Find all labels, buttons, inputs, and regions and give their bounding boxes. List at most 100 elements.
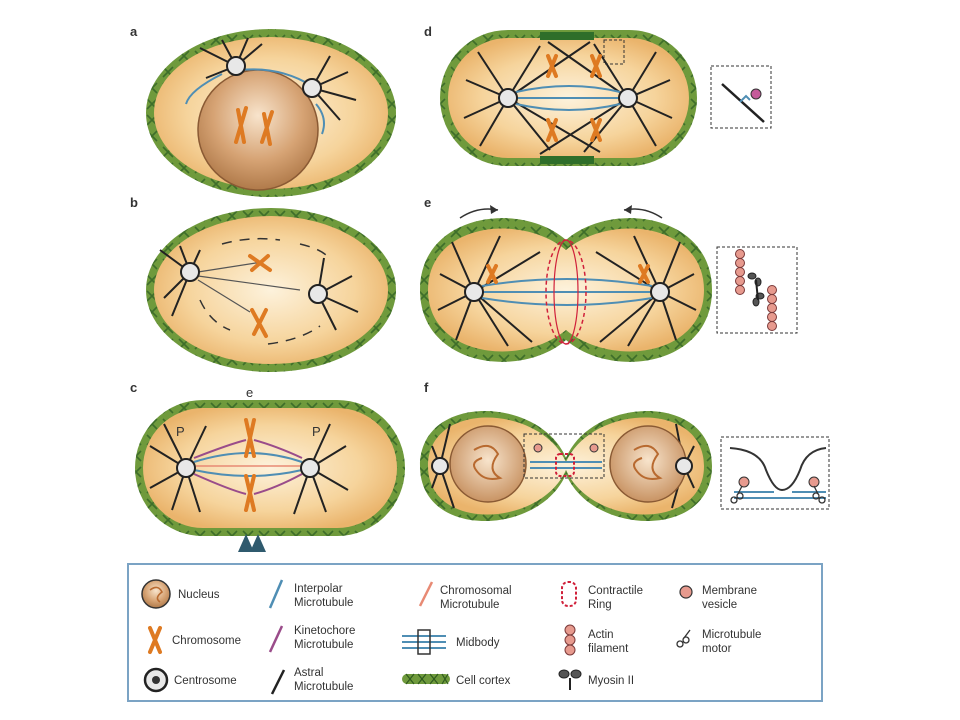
microtubule-motor xyxy=(739,94,751,103)
legend-label-microtubule-motor-line2: motor xyxy=(702,643,732,655)
midbody xyxy=(530,461,602,469)
chromosome-icon xyxy=(148,626,162,654)
centrosome xyxy=(226,56,246,76)
centrosome xyxy=(300,458,320,478)
legend-label-centrosome: Centrosome xyxy=(174,675,237,687)
astral-microtubule-icon xyxy=(270,669,286,695)
legend-label-chromosomal-line2: Microtubule xyxy=(440,599,499,611)
panel-label-f: f xyxy=(424,380,429,395)
chromosome xyxy=(234,106,274,146)
legend-label-myosin: Myosin II xyxy=(588,675,634,687)
contractile-ring xyxy=(553,239,579,345)
actin-filament-icon xyxy=(564,624,576,656)
microtubule-motor-icon xyxy=(676,629,691,648)
plasma-membrane-furrow xyxy=(729,447,827,492)
legend-label-midbody: Midbody xyxy=(456,637,500,649)
interpolar-microtubules xyxy=(481,278,653,306)
nuclear-envelope-fragments xyxy=(199,237,331,345)
nucleus-icon xyxy=(141,579,171,609)
legend-label-contractile-ring-line2: Ring xyxy=(588,599,612,611)
astral-microtubules xyxy=(431,423,695,509)
kinetochore-microtubules xyxy=(197,261,301,313)
nucleus xyxy=(609,425,687,503)
panel-c: P P e xyxy=(135,385,405,552)
cleavage-site-marker xyxy=(238,534,266,552)
legend-label-astral-line2: Microtubule xyxy=(294,681,353,693)
membrane-vesicle xyxy=(738,476,750,488)
rotation-arrow-head xyxy=(490,205,498,214)
equatorial-cortex xyxy=(540,32,594,40)
chromosome xyxy=(546,54,602,142)
legend-box xyxy=(127,563,823,702)
centrosome xyxy=(308,284,328,304)
contractile-ring-icon xyxy=(561,581,577,607)
legend-label-membrane-vesicle: Membrane xyxy=(702,585,757,597)
astral-microtubules xyxy=(199,37,357,121)
chromosome xyxy=(244,418,256,512)
legend-label-nucleus: Nucleus xyxy=(178,589,220,601)
interpolar-microtubules xyxy=(734,491,826,499)
myosin-ii xyxy=(747,272,765,307)
chromosome xyxy=(486,264,650,284)
centrosome-path-arrow xyxy=(315,103,325,135)
legend-label-chromosome: Chromosome xyxy=(172,635,241,647)
membrane-vesicle xyxy=(808,476,820,488)
cytoplasm xyxy=(428,228,704,352)
panel-label-d: d xyxy=(424,24,432,39)
panel-a xyxy=(146,29,396,197)
equator-label: e xyxy=(246,385,253,400)
contractile-ring xyxy=(555,453,575,477)
astral-microtubules xyxy=(149,423,349,515)
interpolar-microtubule-icon xyxy=(268,579,284,609)
legend-label-astral: Astral xyxy=(294,667,323,679)
cytoplasm xyxy=(143,408,397,528)
centrosome xyxy=(180,262,200,282)
panel-label-e: e xyxy=(424,195,431,210)
panel-label-c: c xyxy=(130,380,137,395)
panel-f xyxy=(420,410,830,522)
chromosome xyxy=(248,254,272,338)
panel-label-a: a xyxy=(130,24,138,39)
legend-label-interpolar-line2: Microtubule xyxy=(294,597,353,609)
cell-cortex-icon xyxy=(402,673,450,685)
microtubule-motor xyxy=(730,485,826,504)
nucleus xyxy=(449,425,527,503)
legend-label-interpolar: Interpolar xyxy=(294,583,343,595)
legend-label-actin: Actin xyxy=(588,629,614,641)
actin-filament xyxy=(735,249,777,331)
cytoplasm xyxy=(154,216,388,364)
interpolar-microtubule xyxy=(193,469,303,477)
legend-label-cell-cortex: Cell cortex xyxy=(456,675,511,687)
pole-label: P xyxy=(312,424,321,439)
membrane-vesicle-icon xyxy=(679,585,693,599)
legend-label-actin-line2: filament xyxy=(588,643,629,655)
pole-label: P xyxy=(176,424,185,439)
centrosome xyxy=(302,78,322,98)
centrosome-path-arrow xyxy=(185,73,223,105)
legend-label-kinetochore: Kinetochore xyxy=(294,625,355,637)
midbody-icon xyxy=(402,629,446,655)
astral-microtubule xyxy=(721,83,765,123)
panel-label-b: b xyxy=(130,195,138,210)
panel-d xyxy=(440,30,772,166)
zoom-region xyxy=(603,39,625,65)
centrosome xyxy=(618,88,638,108)
membrane-vesicle xyxy=(750,88,762,100)
interpolar-microtubules xyxy=(515,85,621,111)
legend-label-kinetochore-line2: Microtubule xyxy=(294,639,353,651)
interpolar-microtubule xyxy=(193,452,303,463)
panel-b xyxy=(146,208,396,372)
centrosome xyxy=(431,457,449,475)
chromatin xyxy=(473,444,503,480)
astral-microtubules xyxy=(159,245,359,331)
legend-label-membrane-vesicle-line2: vesicle xyxy=(702,599,737,611)
centrosome xyxy=(464,282,484,302)
chromatin xyxy=(633,444,663,480)
membrane-vesicle xyxy=(533,443,543,453)
centrosome xyxy=(650,282,670,302)
kinetochore-microtubule xyxy=(193,439,303,459)
kinetochore-microtubule xyxy=(193,473,303,495)
legend-label-contractile-ring: Contractile xyxy=(588,585,643,597)
legend-label-chromosomal: Chromosomal xyxy=(440,585,512,597)
centrosome xyxy=(675,457,693,475)
